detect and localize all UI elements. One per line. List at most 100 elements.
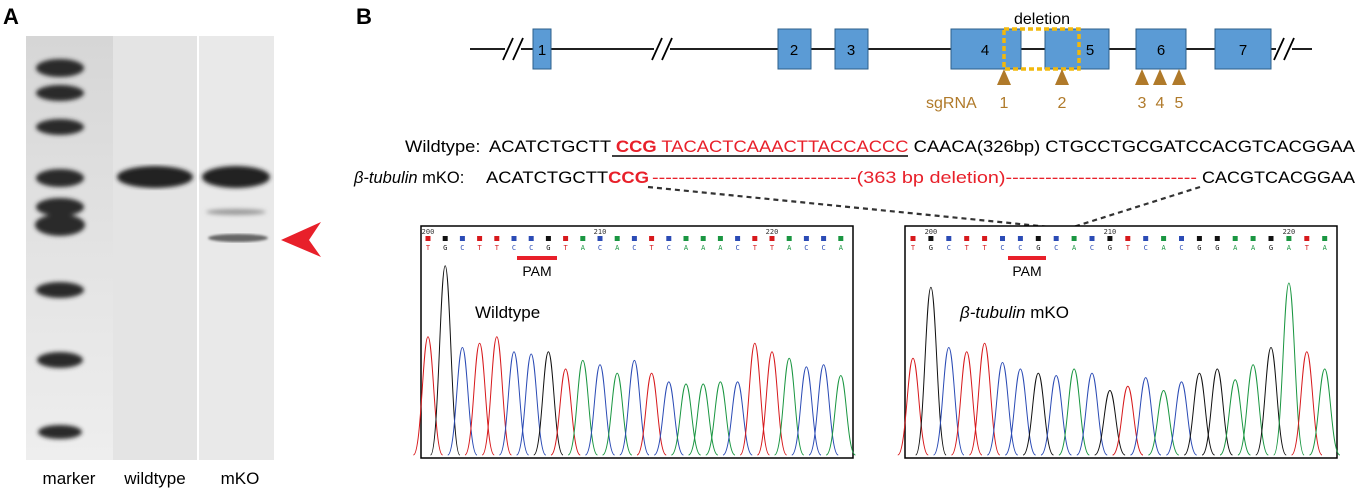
base-call-letter: G xyxy=(443,244,447,252)
base-color-square xyxy=(752,236,758,241)
base-call-letter: C xyxy=(667,244,671,252)
base-call-letter: G xyxy=(1108,244,1112,252)
base-call-letter: A xyxy=(1072,244,1077,252)
sequence-alignment: Wildtype: ACATCTGCTT CCG TACACTCAAACTTAC… xyxy=(353,138,1355,230)
mko-seq-deletion: -------------------------------(363 bp d… xyxy=(652,169,1197,187)
base-color-square xyxy=(459,236,465,241)
deletion-label: deletion xyxy=(1014,11,1070,28)
chromatogram-peak xyxy=(897,357,929,456)
base-call-letter: C xyxy=(1018,244,1022,252)
chromatogram-peak xyxy=(670,383,702,456)
base-call-letter: T xyxy=(911,244,916,252)
mko-seq-part2: CACGTCACGGAA xyxy=(1202,169,1355,187)
base-call-letter: T xyxy=(563,244,568,252)
sgrna-arrow xyxy=(997,69,1011,85)
exon-box xyxy=(834,28,869,70)
lane-divider xyxy=(197,36,199,460)
mko-bands xyxy=(202,166,270,215)
base-color-square xyxy=(838,236,844,241)
wildtype-seq-label: Wildtype: xyxy=(405,138,480,156)
base-call-letter: T xyxy=(495,244,500,252)
sgrna-number-1: 1 xyxy=(1000,95,1009,112)
base-color-square xyxy=(614,236,620,241)
base-call-letter: C xyxy=(1054,244,1058,252)
base-call-letter: A xyxy=(684,244,689,252)
chromatogram-peak xyxy=(430,265,461,456)
base-call-letter: T xyxy=(426,244,431,252)
base-call-letter: T xyxy=(753,244,758,252)
pam-bar xyxy=(1008,256,1046,260)
base-call-letter: C xyxy=(598,244,602,252)
ladder-band xyxy=(36,169,84,187)
ladder-band xyxy=(37,352,83,368)
mko-band-faint xyxy=(206,209,266,215)
exon-box xyxy=(1135,28,1187,70)
sgrna-arrow xyxy=(1055,69,1069,85)
lane-label-mko: mKO xyxy=(221,469,260,488)
base-color-square xyxy=(946,236,952,241)
chromatogram-title-text: mKO xyxy=(1025,303,1068,322)
base-color-square xyxy=(563,236,569,241)
chromatogram-title-italic: β-tubulin xyxy=(959,303,1025,322)
base-call-letter: G xyxy=(546,244,550,252)
base-call-letter: A xyxy=(1251,244,1256,252)
exon-label-6: 6 xyxy=(1157,42,1165,59)
base-color-square xyxy=(1071,236,1077,241)
position-number: 200 xyxy=(422,228,435,236)
base-color-square xyxy=(1089,236,1095,241)
base-color-square xyxy=(982,236,988,241)
base-color-square xyxy=(1250,236,1256,241)
base-call-letter: T xyxy=(649,244,654,252)
lane-label-marker: marker xyxy=(43,469,96,488)
base-call-letter: C xyxy=(1179,244,1183,252)
marker-bands xyxy=(35,59,85,439)
ladder-band xyxy=(36,59,84,77)
wildtype-bands xyxy=(117,166,193,188)
base-color-square xyxy=(1107,236,1113,241)
base-call-letter: A xyxy=(718,244,723,252)
base-call-letter: G xyxy=(1269,244,1273,252)
base-color-square xyxy=(631,236,637,241)
base-call-letter: T xyxy=(965,244,970,252)
base-call-letter: A xyxy=(581,244,586,252)
base-call-letter: A xyxy=(787,244,792,252)
base-color-square xyxy=(1286,236,1292,241)
base-call-letter: G xyxy=(1036,244,1040,252)
sgrna-number-2: 2 xyxy=(1058,95,1067,112)
sgrna-label: sgRNA xyxy=(926,95,977,112)
chromatogram-peak xyxy=(722,381,753,456)
base-call-letter: A xyxy=(701,244,706,252)
sgrna-number-3: 3 xyxy=(1138,95,1147,112)
base-color-square xyxy=(1143,236,1149,241)
chromatogram-title-text: Wildtype xyxy=(475,303,540,322)
base-color-square xyxy=(1017,236,1023,241)
base-call-letter: C xyxy=(460,244,464,252)
wildtype-seq-pam: CCG xyxy=(616,138,657,156)
exon-box xyxy=(532,28,552,70)
wildtype-sequence: Wildtype: ACATCTGCTT CCG TACACTCAAACTTAC… xyxy=(405,138,1355,156)
panel-a-letter: A xyxy=(3,4,19,29)
wildtype-seq-part2: CAACA(326bp) CTGCCTGCGATCCACGTCACGGAA xyxy=(914,138,1355,156)
exon-box xyxy=(1214,28,1272,70)
exon-label-2: 2 xyxy=(790,42,798,59)
base-call-letter: C xyxy=(1144,244,1148,252)
break-marks xyxy=(502,37,1295,61)
base-color-square xyxy=(717,236,723,241)
position-number: 220 xyxy=(766,228,779,236)
base-call-letter: A xyxy=(1161,244,1166,252)
chromatogram-peak xyxy=(550,368,581,456)
base-call-letter: C xyxy=(529,244,533,252)
mko-band-full xyxy=(202,166,270,188)
base-color-square xyxy=(1053,236,1059,241)
base-color-square xyxy=(666,236,672,241)
base-call-letter: T xyxy=(1126,244,1131,252)
base-call-letter: T xyxy=(477,244,482,252)
gene-structure: 1 2 3 4 5 6 7 deletion sgRNA 1 2 3 4 5 xyxy=(470,11,1312,112)
sgrna-number-4: 4 xyxy=(1156,95,1165,112)
exon-label-4: 4 xyxy=(981,42,989,59)
base-call-letter: C xyxy=(735,244,739,252)
base-color-square xyxy=(1000,236,1005,241)
wildtype-lane xyxy=(113,36,197,460)
base-color-square xyxy=(700,236,706,241)
